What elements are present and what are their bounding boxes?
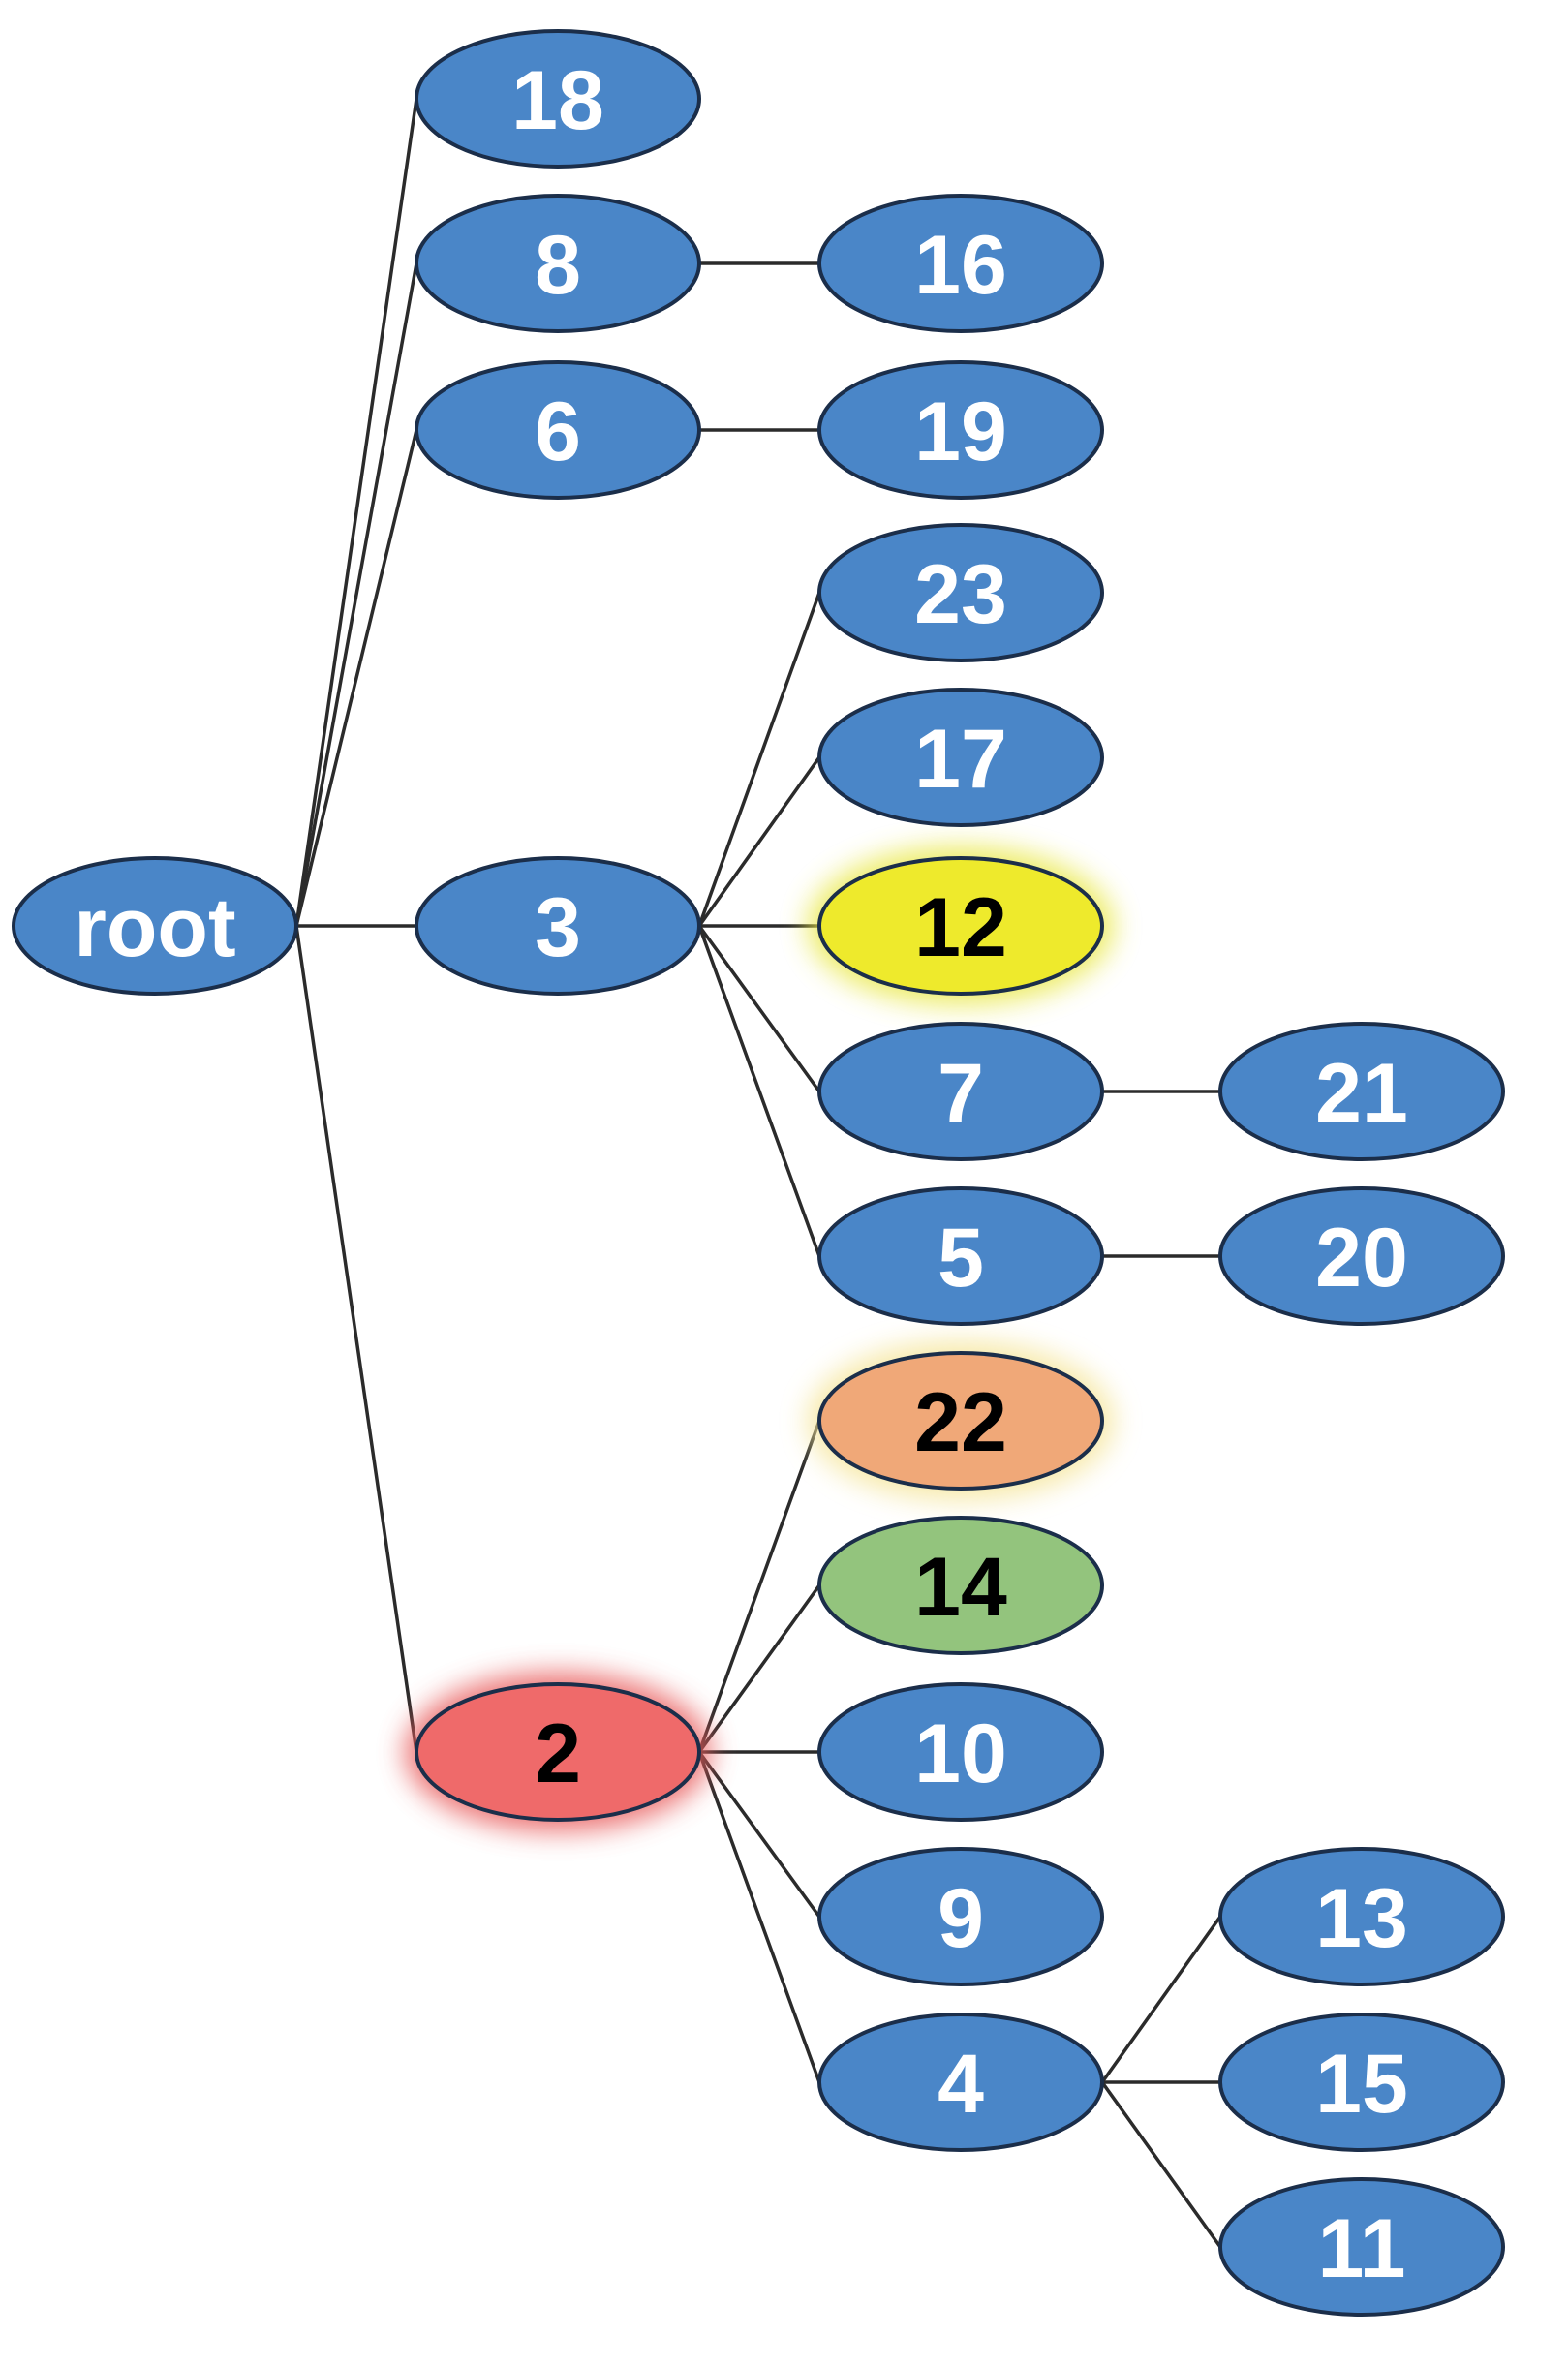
node-17-label: 17 [914,713,1007,806]
node-21: 21 [1218,1022,1505,1161]
node-root-label: root [74,881,235,974]
node-23: 23 [817,523,1104,662]
edge-3-23 [697,592,821,927]
node-16-ellipse [817,194,1104,333]
edge-2-22 [697,1420,821,1753]
edge-4-11 [1100,2080,1222,2249]
edge-root-6 [294,429,418,927]
node-18-label: 18 [511,54,604,147]
node-23-ellipse [817,523,1104,662]
node-13-ellipse [1218,1847,1505,1986]
node-root: root [12,856,298,996]
edge-root-8 [294,262,418,927]
node-6-ellipse [415,360,701,500]
node-19-ellipse [817,360,1104,500]
node-12: 12 [817,856,1104,996]
node-4-label: 4 [938,2038,984,2131]
node-3-label: 3 [535,881,581,974]
node-8-label: 8 [535,219,581,312]
node-16: 16 [817,194,1104,333]
glow-layer [405,846,1114,1831]
edge-4-13 [1100,1915,1222,2084]
node-6: 6 [415,360,701,500]
node-18-ellipse [415,29,701,169]
node-7-label: 7 [938,1047,984,1140]
node-13-label: 13 [1315,1872,1408,1965]
node-5-label: 5 [938,1212,984,1305]
node-15-ellipse [1218,2013,1505,2152]
node-23-label: 23 [914,548,1007,641]
node-15-label: 15 [1315,2038,1408,2131]
node-18: 18 [415,29,701,169]
node-7-ellipse [817,1022,1104,1161]
node-19-label: 19 [914,385,1007,478]
edge-3-17 [697,755,821,928]
node-10-label: 10 [914,1707,1007,1800]
node-19: 19 [817,360,1104,500]
node-22-label: 22 [914,1376,1007,1469]
node-20-label: 20 [1315,1212,1408,1305]
node-4: 4 [817,2013,1104,2152]
node-2-label: 2 [535,1707,581,1800]
node-root-ellipse [12,856,298,996]
node-17: 17 [817,688,1104,827]
edge-2-4 [697,1751,821,2083]
node-11-ellipse [1218,2177,1505,2317]
node-16-label: 16 [914,219,1007,312]
node-21-label: 21 [1315,1047,1408,1140]
node-2-ellipse [415,1682,701,1822]
node-21-ellipse [1218,1022,1505,1161]
node-22-ellipse [817,1351,1104,1491]
edges-layer [294,98,1222,2249]
node-8-ellipse [415,194,701,333]
node-2: 2 [415,1682,701,1822]
node-14-ellipse [817,1516,1104,1655]
node-5: 5 [817,1186,1104,1326]
edge-root-18 [294,98,418,927]
node-11: 11 [1218,2177,1505,2317]
nodes-layer: root 18 8 6 3 2 16 19 23 17 12 7 5 22 14 10 9 4 21 20 13 15 11 [12,29,1505,2317]
edge-3-5 [697,925,821,1257]
node-10: 10 [817,1682,1104,1822]
node-10-ellipse [817,1682,1104,1822]
node-12-label: 12 [914,881,1007,974]
node-3: 3 [415,856,701,996]
edge-3-7 [697,924,821,1093]
node-5-ellipse [817,1186,1104,1326]
node-6-label: 6 [535,385,581,478]
node-3-ellipse [415,856,701,996]
node-7: 7 [817,1022,1104,1161]
node-22: 22 [817,1351,1104,1491]
node-12-ellipse [817,856,1104,996]
node-14-label: 14 [914,1541,1007,1634]
node-4-ellipse [817,2013,1104,2152]
edge-2-9 [697,1750,821,1919]
edge-root-2 [294,925,418,1753]
node-15: 15 [1218,2013,1505,2152]
edge-2-14 [697,1583,821,1754]
node-20: 20 [1218,1186,1505,1326]
node-17-ellipse [817,688,1104,827]
node-13: 13 [1218,1847,1505,1986]
node-8: 8 [415,194,701,333]
node-9: 9 [817,1847,1104,1986]
node-20-ellipse [1218,1186,1505,1326]
node-9-label: 9 [938,1872,984,1965]
node-11-label: 11 [1318,2202,1406,2295]
node-9-ellipse [817,1847,1104,1986]
node-14: 14 [817,1516,1104,1655]
